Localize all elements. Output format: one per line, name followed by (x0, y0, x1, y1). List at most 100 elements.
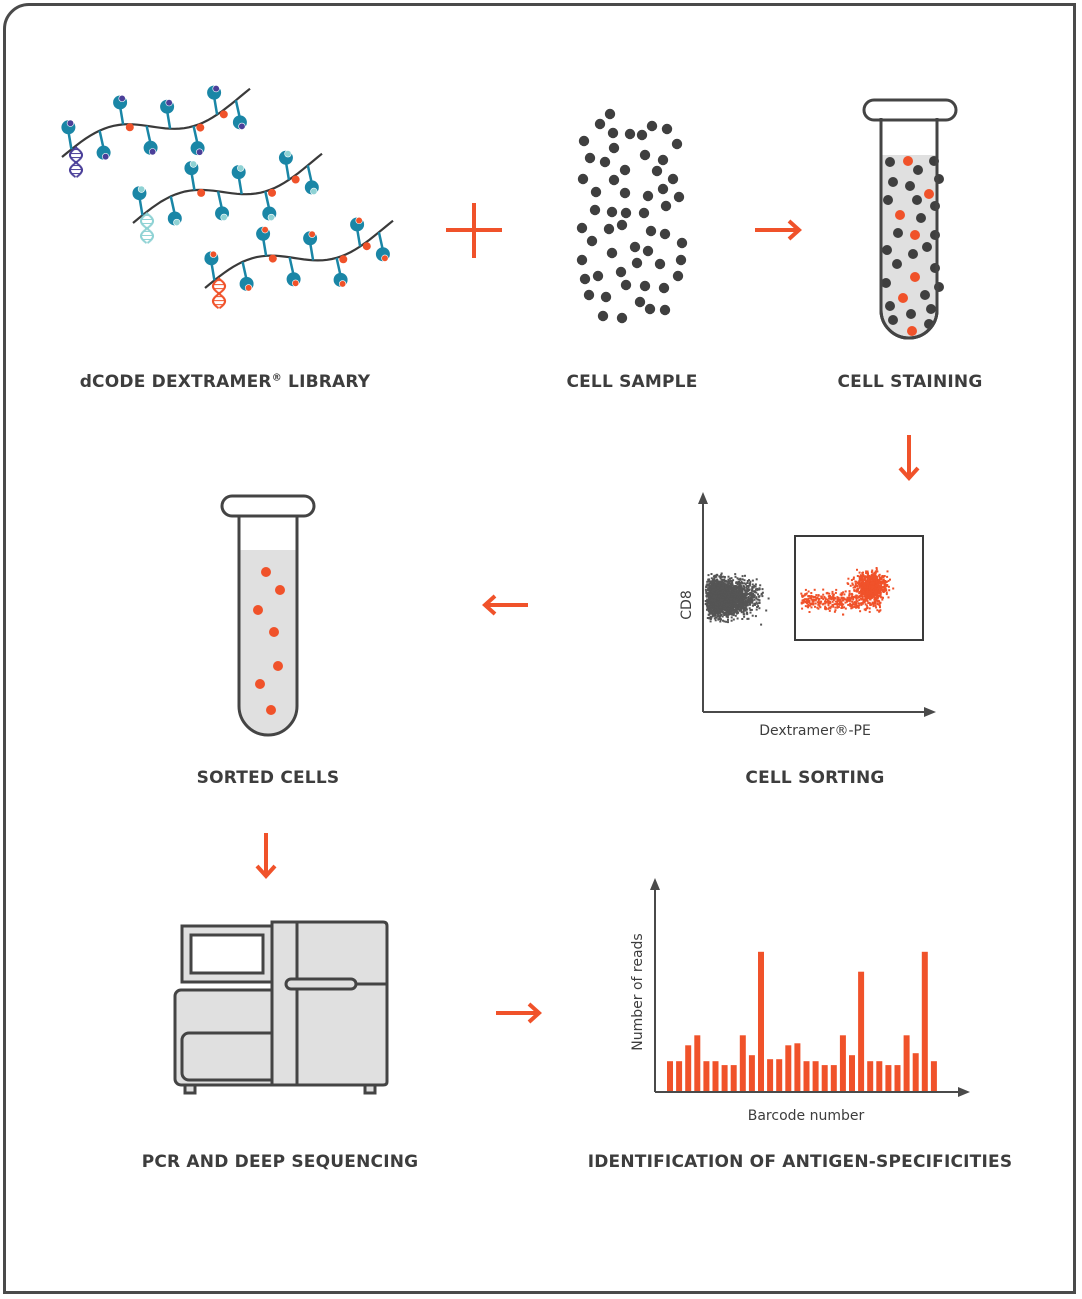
positive-cell-point (872, 588, 875, 591)
positive-cell-point (884, 580, 887, 583)
positive-cell-point (827, 600, 830, 603)
positive-cell-point (886, 570, 889, 573)
positive-cell-point (865, 572, 868, 574)
negative-cell-point (722, 598, 725, 601)
negative-cell-point (734, 600, 737, 602)
positive-cell-point (839, 602, 842, 605)
positive-cell-point (859, 585, 862, 588)
positive-cell-point (840, 597, 843, 600)
positive-cell-point (865, 587, 868, 590)
negative-cell-point (753, 603, 756, 606)
negative-cell-point (761, 595, 764, 598)
negative-cell-point (755, 578, 758, 581)
cell-dot (651, 165, 663, 177)
negative-cell-point (715, 603, 717, 606)
bar-barcode-28 (912, 1053, 919, 1091)
negative-cell-point (757, 593, 759, 596)
negative-cell-point (730, 616, 733, 619)
cell-dot (654, 258, 666, 270)
y-axis-label: CD8 (679, 590, 695, 619)
cell-dot (888, 315, 898, 325)
positive-cell-point (870, 581, 873, 583)
negative-cell-point (707, 613, 710, 616)
negative-cell-point (713, 609, 716, 612)
negative-cell-point (719, 614, 722, 617)
negative-cell-point (715, 581, 718, 584)
positive-cell-point (870, 585, 872, 588)
positive-cell-point (864, 597, 867, 600)
negative-cell-point (708, 601, 711, 604)
positive-cell-point (856, 600, 859, 603)
negative-cell-point (710, 607, 713, 610)
positive-cell-point (866, 572, 869, 575)
positive-cell-point (883, 581, 886, 584)
positive-cell-point (814, 599, 817, 602)
positive-cell-point (868, 584, 871, 587)
positive-cell-point (828, 595, 831, 598)
cell-dot (577, 173, 589, 185)
negative-cell-point (724, 607, 727, 609)
positive-cell-point (860, 575, 863, 577)
mhc-molecule-icon (303, 230, 318, 261)
positive-cell-point (803, 594, 806, 597)
positive-cell-point (861, 586, 864, 589)
negative-cell-point (708, 582, 711, 585)
positive-cell-point (875, 606, 878, 609)
fluorochrome-dot (268, 254, 277, 263)
negative-cell-point (713, 574, 716, 577)
positive-cell-point (850, 607, 853, 610)
negative-cell-point (732, 614, 735, 617)
negative-cell-point (725, 598, 728, 601)
negative-cell-point (731, 597, 734, 600)
negative-cell-point (730, 577, 733, 580)
negative-cell-point (712, 578, 714, 581)
positive-cell-point (825, 598, 827, 601)
negative-cell-point (748, 579, 750, 582)
negative-cell-point (716, 586, 719, 589)
positive-cell-point (843, 606, 846, 609)
negative-cell-point (745, 586, 748, 589)
negative-cell-point (710, 593, 713, 596)
negative-cell-point (715, 612, 717, 615)
negative-cell-point (726, 586, 729, 589)
positive-cell-point (806, 605, 809, 608)
positive-cell-point (869, 579, 872, 582)
negative-cell-point (720, 585, 723, 588)
positive-cell-point (807, 601, 810, 604)
positive-cell-point (857, 602, 860, 605)
negative-cell-point (717, 608, 720, 611)
positive-cell-point (880, 577, 883, 580)
negative-cell-point (729, 584, 732, 587)
cell-dot (606, 206, 618, 218)
negative-cell-point (727, 575, 730, 578)
positive-cell-point (858, 581, 861, 584)
negative-cell-point (727, 578, 730, 581)
positive-cell-point (869, 603, 872, 606)
cell-dot (590, 186, 602, 198)
negative-cell-point (743, 595, 746, 598)
positive-cell-point (861, 579, 863, 582)
positive-cell-point (865, 576, 868, 579)
y-axis-arrow (698, 492, 708, 504)
negative-cell-point (714, 602, 717, 604)
negative-cell-point (720, 614, 723, 617)
negative-cell-point (751, 592, 754, 595)
negative-cell-point (733, 599, 736, 602)
positive-cell-point (829, 600, 832, 603)
negative-cell-point (732, 612, 735, 615)
positive-cell-point (852, 578, 855, 580)
negative-cell-point (727, 621, 729, 624)
bar-barcode-15 (794, 1043, 801, 1091)
positive-cell-point (831, 600, 834, 603)
positive-cell-point (848, 592, 851, 595)
negative-cell-point (726, 598, 729, 601)
negative-cell-point (742, 609, 745, 612)
positive-cell-point (801, 607, 804, 610)
y-axis-arrow (650, 878, 660, 890)
negative-cell-point (765, 609, 768, 612)
positive-cell-point (839, 593, 842, 596)
positive-cell-point (833, 596, 836, 599)
positive-cell-point (874, 604, 877, 607)
positive-cell-point (801, 594, 804, 597)
positive-cell-point (859, 610, 862, 613)
